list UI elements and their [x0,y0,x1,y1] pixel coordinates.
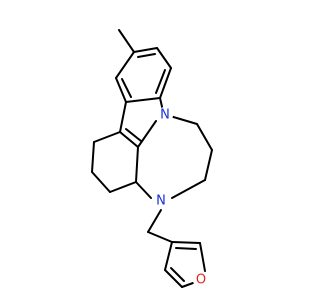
bond-furan-4 [199,242,206,272]
bond-pyrrole-4 [119,101,127,133]
bond-pyrrole-2 [137,120,157,148]
bond-cyclo-2 [91,141,95,173]
bond-diazepine-5 [135,181,152,199]
bond-cyclo-1 [93,131,121,143]
bond-diazepine-3 [204,149,213,181]
atom-n-indole: N [157,107,173,123]
bond-furan-2 [164,269,183,288]
atom-n-indole-label: N [160,108,170,123]
bond-diazepine-4 [171,179,206,199]
bond-benzene-1-inner [137,53,156,58]
bond-benzene-3 [159,67,172,99]
bond-pyrrole-3 [119,131,139,148]
bond-furan-5-inner [175,247,197,250]
bond-benzene-5 [115,77,127,103]
structure-drawing: N N O [91,29,213,288]
bond-benzene-3-inner [155,69,166,94]
atom-n-amine: N [153,193,169,209]
molecule-diagram: N N O [91,29,213,288]
bond-benzene-1 [133,47,158,53]
bond-furan-1 [164,241,173,271]
atom-o-furan-label: O [196,273,206,288]
bond-benzene-4 [125,97,161,103]
atom-label-layer: N N O [153,107,209,288]
bond-benzene-5-inner [121,78,132,98]
bond-furan-2-inner [170,267,185,282]
atom-o-furan: O [193,272,209,288]
bond-cyclo-3 [91,171,111,193]
bond-linker-2 [147,231,173,243]
bond-layer [91,29,213,288]
bond-linker-1 [147,209,162,233]
bond-furan-3 [181,282,194,288]
bond-diazepine-1 [169,115,198,125]
bond-benzene-2 [156,47,172,69]
bond-diazepine-2 [196,123,213,151]
bond-benzene-6 [115,51,135,79]
atom-n-amine-label: N [156,194,166,209]
bond-methyl [118,29,135,53]
bond-pyrrole-3-inner [125,128,142,142]
bond-furan-5 [171,241,201,244]
bond-cyclo-5 [135,146,139,183]
bond-cyclo-4 [109,181,137,193]
